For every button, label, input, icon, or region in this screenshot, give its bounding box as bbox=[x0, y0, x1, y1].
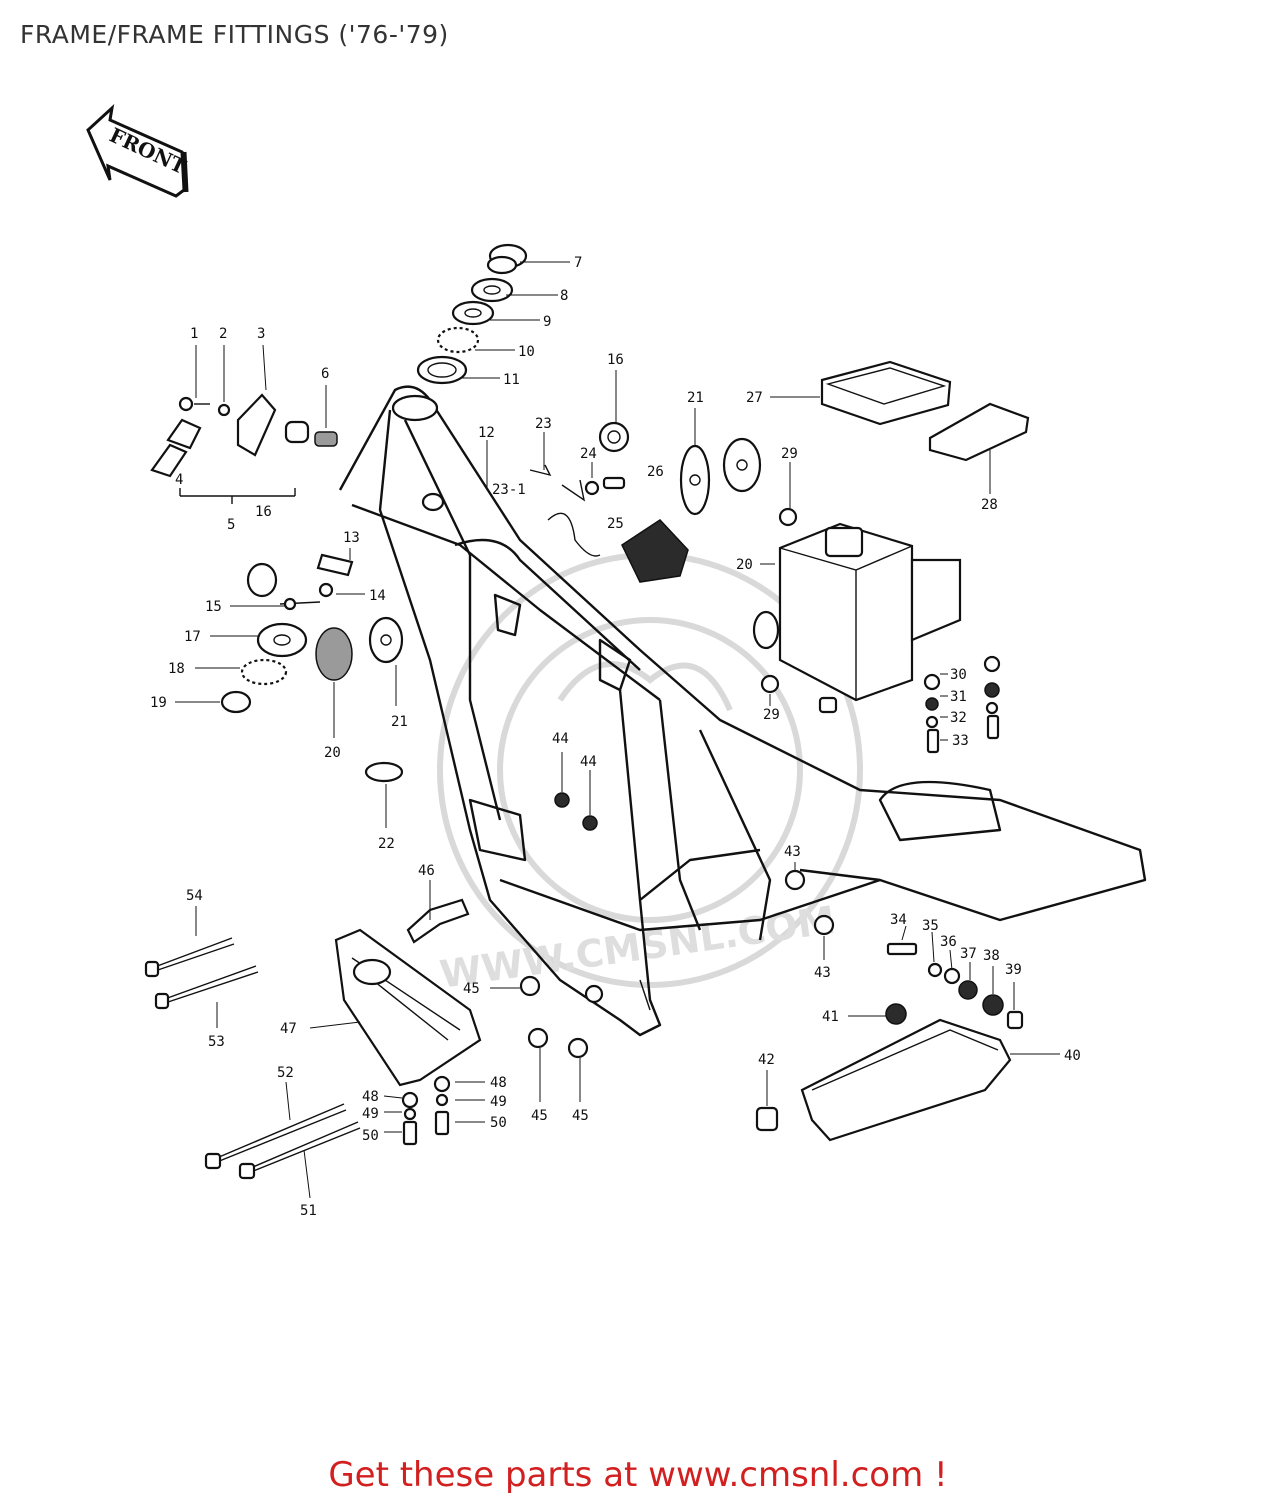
callout-18: 18 bbox=[168, 661, 185, 677]
callout-12: 12 bbox=[478, 425, 495, 441]
callout-9: 9 bbox=[543, 314, 551, 330]
callout-16b: 16 bbox=[255, 504, 272, 520]
callout-15: 15 bbox=[205, 599, 222, 615]
callout-44b: 44 bbox=[580, 754, 597, 770]
callout-37: 37 bbox=[960, 946, 977, 962]
callout-17: 17 bbox=[184, 629, 201, 645]
page-title: FRAME/FRAME FITTINGS ('76-'79) bbox=[20, 20, 449, 49]
callout-32: 32 bbox=[950, 710, 967, 726]
callout-40: 40 bbox=[1064, 1048, 1081, 1064]
callout-46: 46 bbox=[418, 863, 435, 879]
callout-39: 39 bbox=[1005, 962, 1022, 978]
callout-48a: 48 bbox=[362, 1089, 379, 1105]
callout-50b: 50 bbox=[490, 1115, 507, 1131]
callout-43b: 43 bbox=[814, 965, 831, 981]
callout-45a: 45 bbox=[463, 981, 480, 997]
callout-6: 6 bbox=[321, 366, 329, 382]
callout-34: 34 bbox=[890, 912, 907, 928]
callout-31: 31 bbox=[950, 689, 967, 705]
callout-30: 30 bbox=[950, 667, 967, 683]
callout-4: 4 bbox=[175, 472, 183, 488]
callout-50a: 50 bbox=[362, 1128, 379, 1144]
callout-10: 10 bbox=[518, 344, 535, 360]
frame-body bbox=[338, 385, 1147, 1037]
callout-44a: 44 bbox=[552, 731, 569, 747]
callout-43a: 43 bbox=[784, 844, 801, 860]
callout-49b: 49 bbox=[490, 1094, 507, 1110]
callout-42: 42 bbox=[758, 1052, 775, 1068]
callout-45c: 45 bbox=[572, 1108, 589, 1124]
footer-link[interactable]: Get these parts at www.cmsnl.com ! bbox=[328, 1455, 948, 1495]
steering-head-parts bbox=[416, 243, 528, 385]
callout-14: 14 bbox=[369, 588, 386, 604]
callout-20a: 20 bbox=[324, 745, 341, 761]
callout-52: 52 bbox=[277, 1065, 294, 1081]
callout-23: 23 bbox=[535, 416, 552, 432]
lower-bracket-and-bolts bbox=[144, 928, 604, 1180]
callout-27: 27 bbox=[746, 390, 763, 406]
callout-3: 3 bbox=[257, 326, 265, 342]
callout-8: 8 bbox=[560, 288, 568, 304]
callout-29b: 29 bbox=[763, 707, 780, 723]
rear-guard bbox=[755, 1018, 1012, 1142]
callout-20b: 20 bbox=[736, 557, 753, 573]
callout-21a: 21 bbox=[687, 390, 704, 406]
callout-45b: 45 bbox=[531, 1108, 548, 1124]
callout-25: 25 bbox=[607, 516, 624, 532]
callout-5: 5 bbox=[227, 517, 235, 533]
callout-19: 19 bbox=[150, 695, 167, 711]
leader-lines bbox=[175, 261, 1060, 1199]
callout-33: 33 bbox=[952, 733, 969, 749]
callout-48b: 48 bbox=[490, 1075, 507, 1091]
callout-29a: 29 bbox=[781, 446, 798, 462]
callout-2: 2 bbox=[219, 326, 227, 342]
callout-28: 28 bbox=[981, 497, 998, 513]
callout-7: 7 bbox=[574, 255, 582, 271]
callout-41: 41 bbox=[822, 1009, 839, 1025]
callout-54: 54 bbox=[186, 888, 203, 904]
callout-1: 1 bbox=[190, 326, 198, 342]
exploded-parts-diagram: WWW.CMSNL.COM FRONT bbox=[86, 103, 1147, 1219]
callout-21b: 21 bbox=[391, 714, 408, 730]
callout-13: 13 bbox=[343, 530, 360, 546]
callout-47: 47 bbox=[280, 1021, 297, 1037]
callout-labels: 1 2 3 4 5 6 7 8 9 10 11 12 13 14 15 16 1… bbox=[150, 255, 1081, 1219]
callout-36: 36 bbox=[940, 934, 957, 950]
front-arrow-icon: FRONT bbox=[86, 103, 190, 198]
callout-24: 24 bbox=[580, 446, 597, 462]
center-fittings bbox=[406, 421, 835, 944]
callout-16a: 16 bbox=[607, 352, 624, 368]
callout-22: 22 bbox=[378, 836, 395, 852]
callout-26: 26 bbox=[647, 464, 664, 480]
battery-and-right-fittings bbox=[752, 360, 1030, 1030]
callout-49a: 49 bbox=[362, 1106, 379, 1122]
callout-11: 11 bbox=[503, 372, 520, 388]
callout-23-1: 23-1 bbox=[492, 482, 526, 498]
left-fittings bbox=[150, 393, 404, 783]
callout-38: 38 bbox=[983, 948, 1000, 964]
callout-53: 53 bbox=[208, 1034, 225, 1050]
callout-51: 51 bbox=[300, 1203, 317, 1219]
callout-35: 35 bbox=[922, 918, 939, 934]
